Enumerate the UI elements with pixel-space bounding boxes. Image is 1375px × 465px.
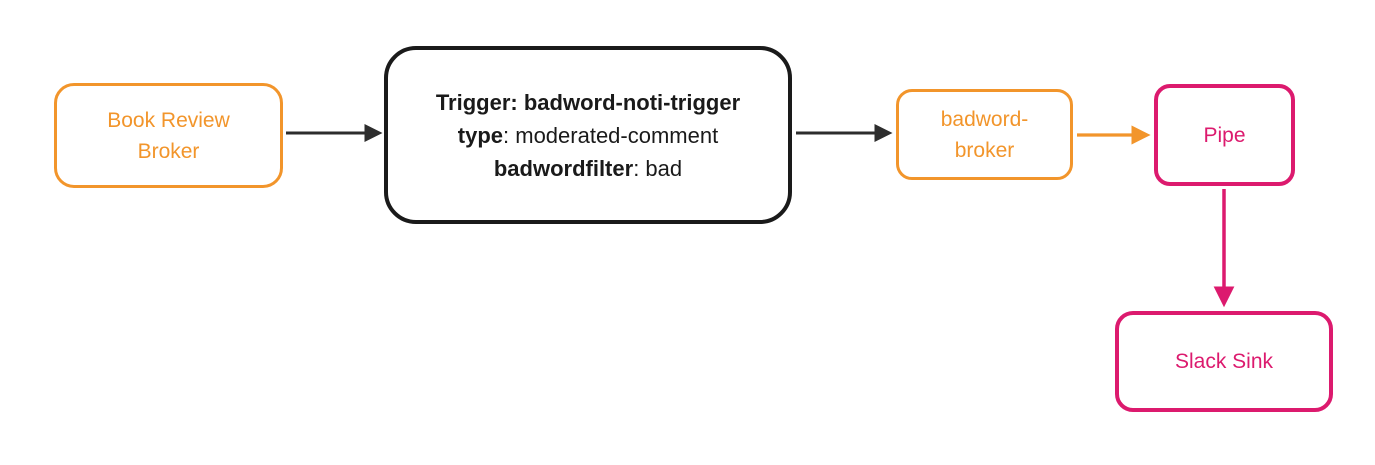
node-book-review-broker: Book Review Broker	[54, 83, 283, 188]
node-pipe-label: Pipe	[1203, 123, 1246, 147]
node-badword-broker: badword-broker	[896, 89, 1073, 180]
node-slack-sink: Slack Sink	[1115, 311, 1333, 412]
trigger-line-name: Trigger: badword-noti-trigger	[435, 89, 741, 115]
node-book-review-broker-label: Book Review Broker	[107, 108, 230, 163]
trigger-line-type: type: moderated-comment	[457, 122, 719, 148]
node-slack-sink-label: Slack Sink	[1174, 350, 1274, 373]
node-trigger-filter: Trigger: badword-noti-trigger type: mode…	[384, 46, 792, 224]
trigger-line-filter: badwordfilter: bad	[493, 155, 683, 181]
node-badword-broker-label: badword-broker	[940, 107, 1029, 162]
node-trigger-filter-label: Trigger: badword-noti-trigger type: mode…	[436, 86, 740, 185]
node-pipe: Pipe	[1154, 84, 1295, 186]
